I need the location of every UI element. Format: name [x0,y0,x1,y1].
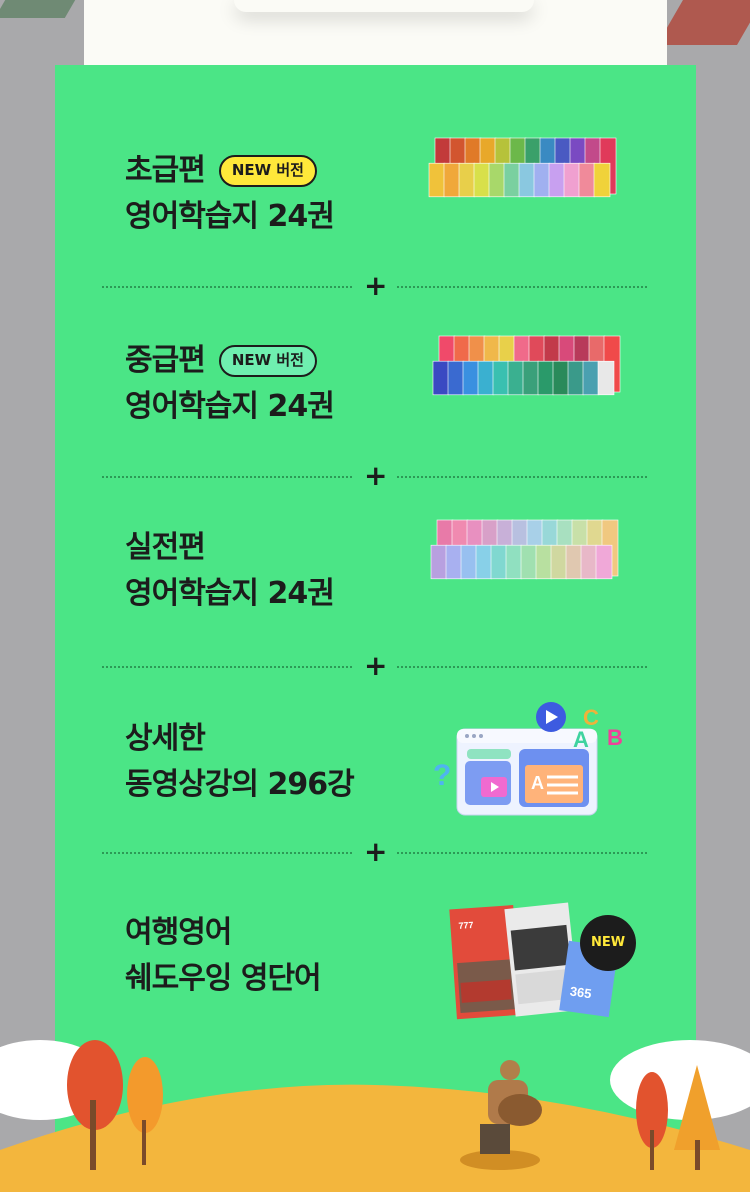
book-spine [533,162,551,198]
item-text: 상세한 동영상강의 296강 [125,716,355,808]
book-spine [488,162,506,198]
item-title: 실전편 [125,530,206,565]
book-spine [458,162,476,198]
book-spine [567,360,585,396]
new-version-badge: NEW 버전 [218,155,317,187]
book-spine [475,544,493,580]
book-spine [593,162,611,198]
item-text: 실전편 영어학습지 24권 [125,525,335,617]
book-spine [580,544,598,580]
letter-b: B [607,725,623,750]
item-title: 중급편 [125,343,206,378]
plus-icon: + [364,459,388,492]
separator: + [102,651,647,681]
play-icon [546,710,558,724]
book-spine [535,544,553,580]
book-spine [432,360,450,396]
book-spine [505,544,523,580]
book-spine [548,162,566,198]
book-spine [552,360,570,396]
book-spine [597,360,615,396]
item-subtitle: 동영상강의 296강 [125,767,355,802]
book-spine [578,162,596,198]
advanced-books-image [430,519,619,580]
question-icon: ? [433,759,451,792]
item-text: 여행영어 쉐도우잉 영단어 [125,910,322,1002]
autumn-ground-illustration [0,1040,750,1192]
book-spine [550,544,568,580]
item-title: 초급편 [125,153,206,188]
letter-a: A [573,727,589,752]
book-spine [490,544,508,580]
decor-top-right [657,0,750,45]
video-lecture-illustration: A C A B ? [433,702,623,816]
beginner-books-image [428,137,617,198]
plus-icon: + [364,269,388,302]
book-spine [460,544,478,580]
book-spine [473,162,491,198]
intermediate-books-image [432,335,621,396]
book-spine [522,360,540,396]
bundle-panel: 초급편 NEW 버전 영어학습지 24권 + 중급편 NEW 버전 영어학습지 … [0,65,750,1192]
book-spine [445,544,463,580]
book-spine [563,162,581,198]
book-spine [518,162,536,198]
svg-text:365: 365 [569,984,593,1002]
new-badge: NEW [580,915,636,971]
top-card [84,0,667,66]
book-spine [492,360,510,396]
book-spine [595,544,613,580]
item-text: 초급편 NEW 버전 영어학습지 24권 [125,148,335,240]
item-subtitle: 영어학습지 24권 [125,389,335,424]
decor-top-left [0,0,76,18]
separator: + [102,461,647,491]
item-title: 여행영어 [125,915,232,950]
item-title: 상세한 [125,721,206,756]
book-spine [520,544,538,580]
item-text: 중급편 NEW 버전 영어학습지 24권 [125,338,335,430]
separator: + [102,837,647,867]
plus-icon: + [364,835,388,868]
plus-icon: + [364,649,388,682]
svg-text:777: 777 [458,920,474,931]
book-spine [447,360,465,396]
book-spine [443,162,461,198]
item-subtitle: 영어학습지 24권 [125,576,335,611]
book-spine [430,544,448,580]
book-spine [462,360,480,396]
item-subtitle: 영어학습지 24권 [125,199,335,234]
book-spine [477,360,495,396]
book-spine [582,360,600,396]
book-spine [507,360,525,396]
item-subtitle: 쉐도우잉 영단어 [125,961,322,996]
book-spine [503,162,521,198]
letter-c: C [583,705,599,730]
book-spine [565,544,583,580]
separator: + [102,271,647,301]
book-spine [537,360,555,396]
new-version-badge: NEW 버전 [218,345,317,377]
book-spine [428,162,446,198]
svg-text:A: A [531,773,544,793]
